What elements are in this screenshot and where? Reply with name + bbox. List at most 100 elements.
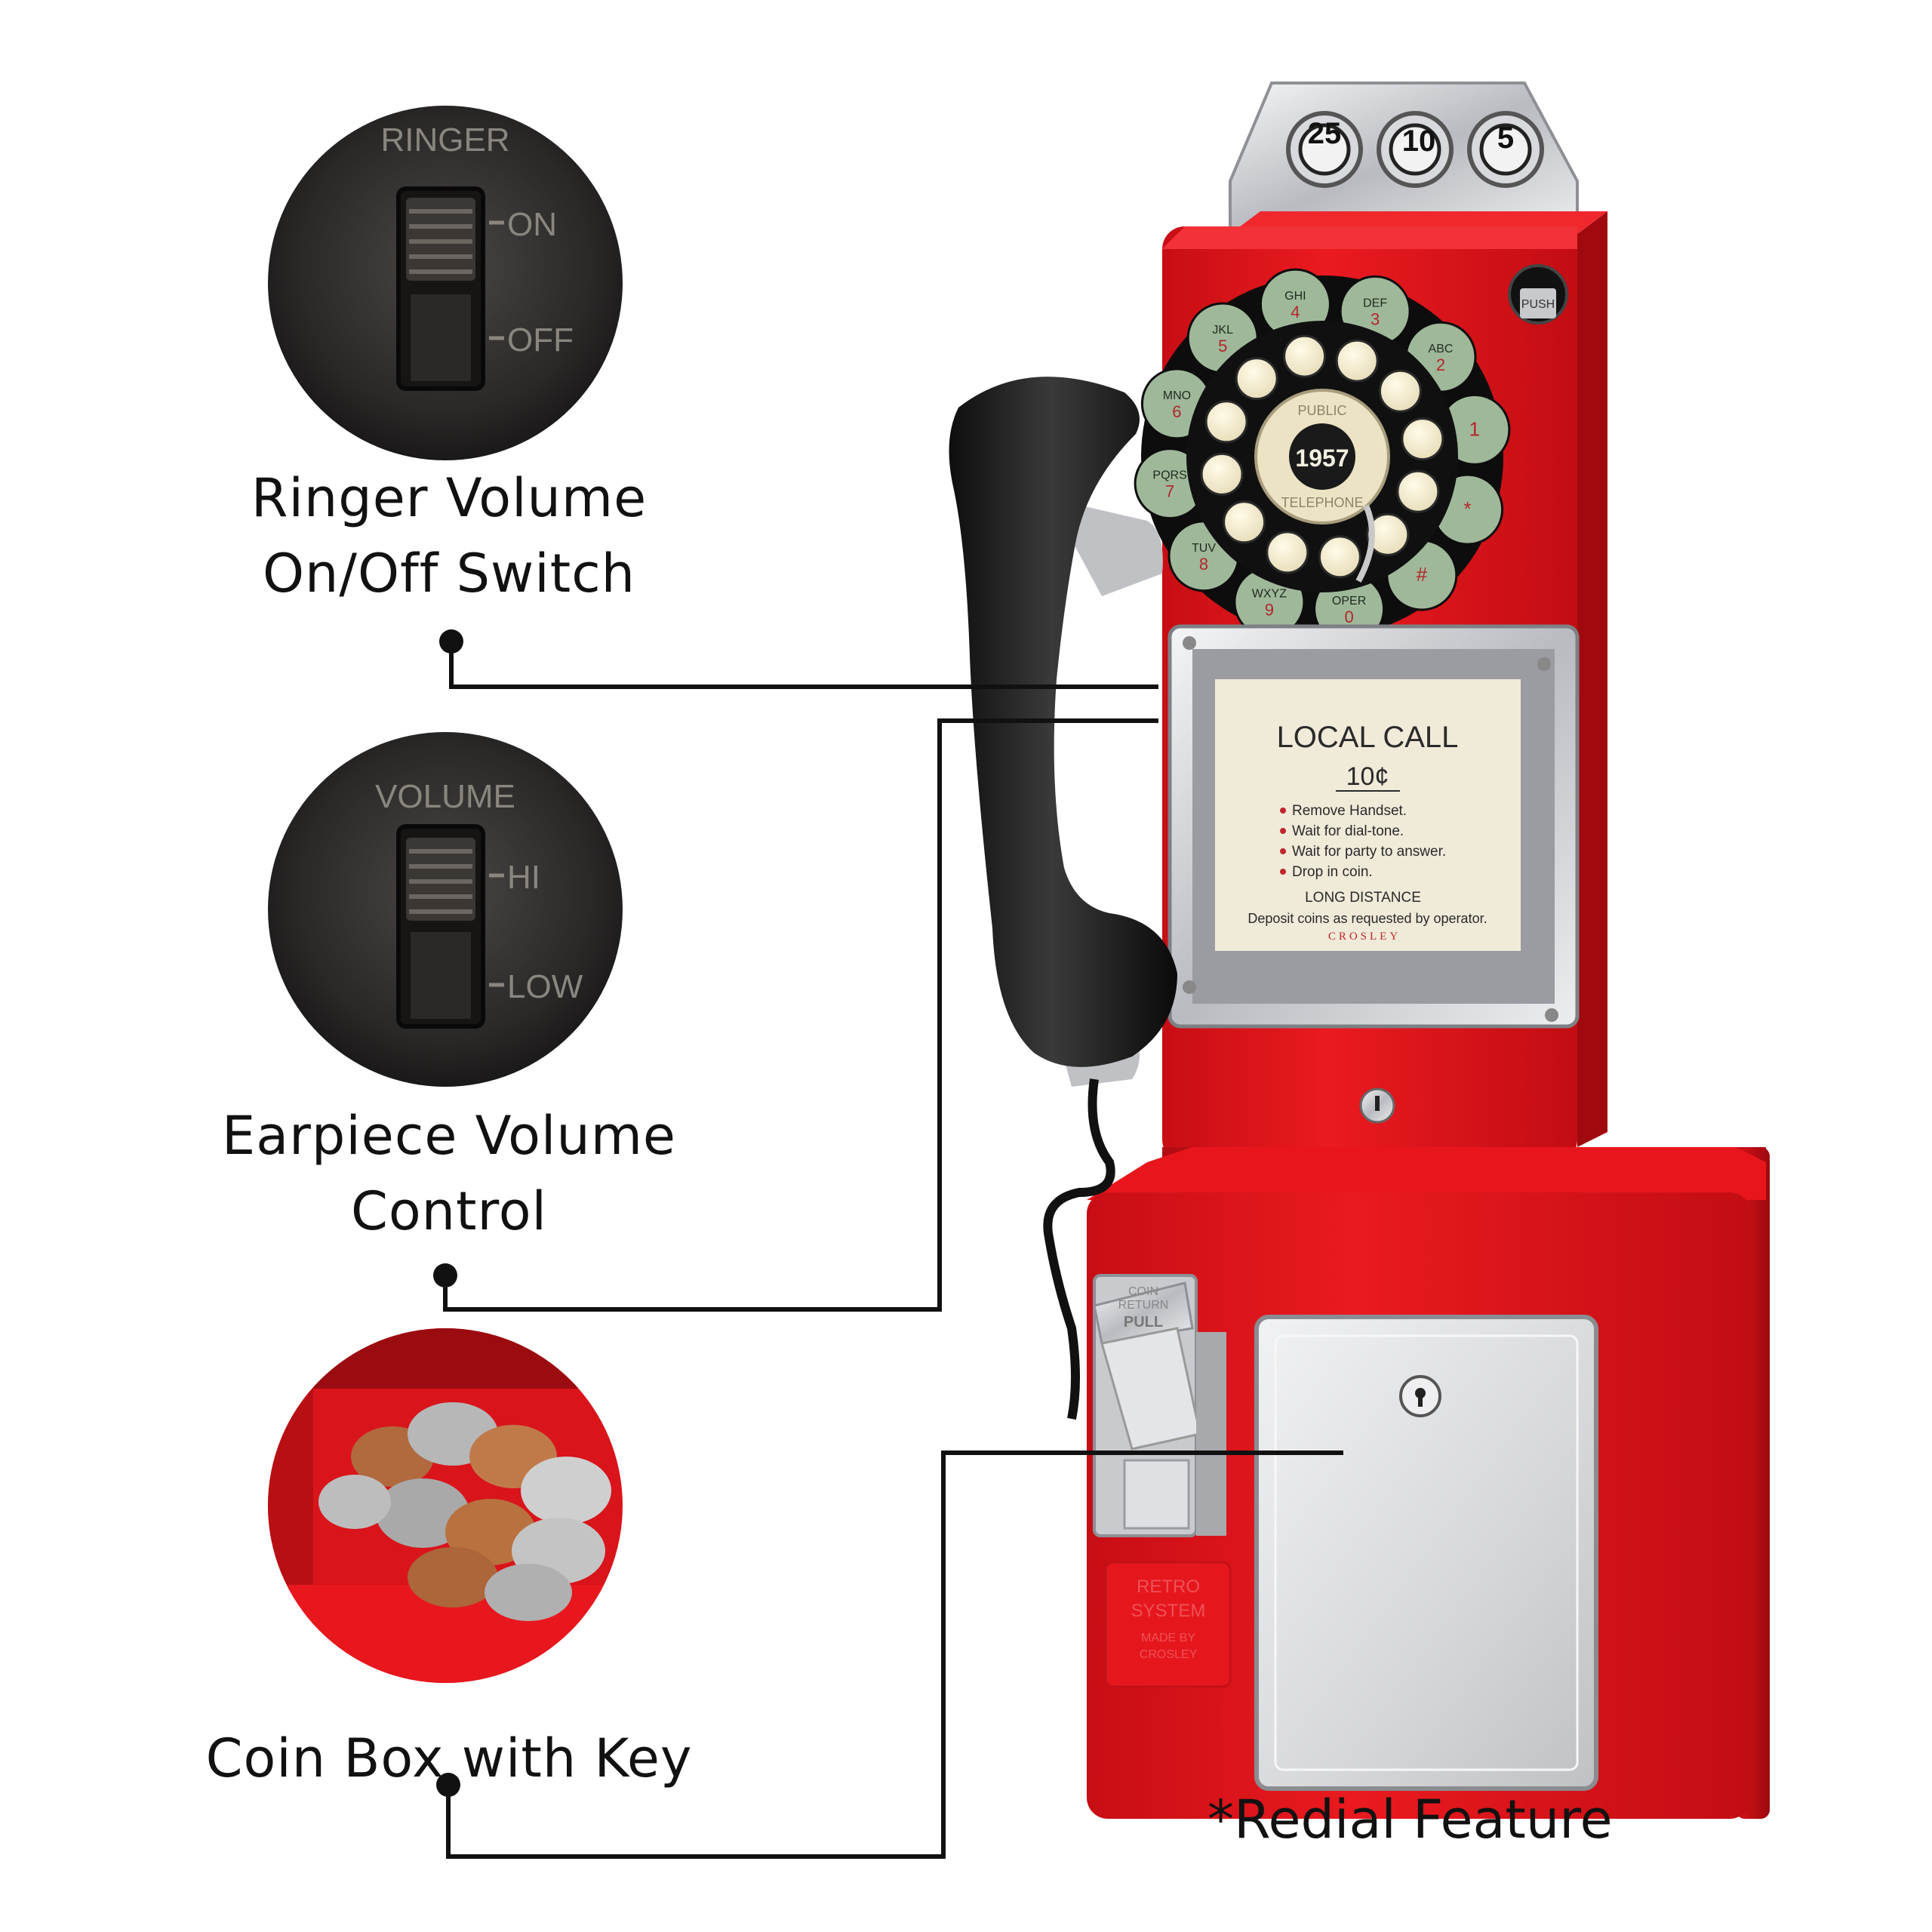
volume-slider-knob [406, 838, 475, 921]
dial-petal-digit: # [1417, 563, 1428, 586]
coin-box-door[interactable] [1254, 1315, 1598, 1791]
coinbox-caption: Coin Box with Key [166, 1721, 732, 1796]
earpiece-volume-detail-photo: VOLUME HI LOW [268, 732, 623, 1087]
dial-petal-letters: JKL [1212, 324, 1233, 337]
card-step: Drop in coin. [1292, 864, 1373, 880]
dial-petal-letters: ABC [1429, 343, 1454, 355]
upper-keyhole [1359, 1088, 1395, 1124]
dial-telephone-label: TELEPHONE [1281, 495, 1363, 510]
dial-finger-hole[interactable] [1378, 369, 1422, 413]
ringer-caption: Ringer Volume On/Off Switch [204, 460, 694, 611]
svg-text:SYSTEM: SYSTEM [1131, 1601, 1206, 1621]
card-steps: Remove Handset. Wait for dial-tone. Wait f… [1280, 803, 1446, 880]
dial-petal-digit: 6 [1172, 402, 1181, 421]
dial-petal-digit: 0 [1344, 608, 1353, 626]
dial-finger-hole[interactable] [1266, 531, 1309, 574]
dial-finger-hole[interactable] [1283, 334, 1327, 378]
dial-petal-letters: OPER [1332, 595, 1366, 608]
card-step-bullet [1280, 848, 1286, 854]
dial-finger-hole[interactable] [1223, 500, 1266, 544]
ringer-panel-label: RINGER [380, 122, 509, 158]
dial-finger-hole[interactable] [1396, 469, 1440, 513]
retro-system-plate: RETRO SYSTEM MADE BY CROSLEY [1104, 1561, 1232, 1688]
dial-petal-letters: MNO [1163, 389, 1191, 402]
ringer-slider-knob [406, 198, 475, 281]
redial-feature-note: *Redial Feature [1208, 1789, 1613, 1850]
volume-hi-label: HI [507, 859, 540, 896]
coin-slot-25: 25 [1286, 111, 1363, 188]
coins-pile [318, 1402, 611, 1621]
coin-slot-hood: 25 10 5 [1229, 82, 1579, 235]
dial-petal-letters: DEF [1363, 297, 1387, 309]
ringer-caption-line2: On/Off Switch [262, 543, 636, 605]
dial-petal-digit: 3 [1371, 309, 1380, 328]
dial-petal-letters: PQRS [1152, 469, 1186, 482]
earpiece-caption-line1: Earpiece Volume [221, 1105, 676, 1167]
svg-text:CROSLEY: CROSLEY [1140, 1648, 1198, 1661]
coinbox-caption-label: Coin Box with Key [205, 1727, 693, 1789]
ringer-caption-line1: Ringer Volume [251, 467, 648, 529]
svg-text:5: 5 [1497, 122, 1514, 155]
dial-public-label: PUBLIC [1297, 403, 1346, 418]
dial-finger-stop [1355, 504, 1375, 583]
coin-box-detail-photo [268, 1328, 623, 1683]
card-long-distance: LONG DISTANCE [1305, 890, 1421, 906]
push-button[interactable]: PUSH [1508, 264, 1568, 325]
dial-petal-digit: 5 [1218, 337, 1227, 355]
svg-text:RETRO: RETRO [1137, 1577, 1200, 1597]
card-brand: CROSLEY [1328, 931, 1401, 943]
card-step-bullet [1280, 828, 1286, 834]
card-step: Remove Handset. [1292, 803, 1407, 819]
dial-petal-digit: 4 [1291, 303, 1300, 321]
card-step: Wait for party to answer. [1292, 844, 1446, 860]
dial-finger-hole[interactable] [1335, 339, 1379, 383]
dial-finger-hole[interactable] [1318, 535, 1361, 579]
coin-slot-10: 10 [1377, 111, 1454, 188]
dial-petal-digit: 1 [1469, 417, 1480, 440]
ringer-on-label: ON [507, 206, 557, 243]
dial-finger-hole[interactable] [1200, 452, 1244, 496]
svg-text:25: 25 [1308, 117, 1342, 150]
instruction-card: LOCAL CALL 10¢ Remove Handset. Wait for d… [1215, 679, 1521, 951]
dial-petal-letters: TUV [1192, 542, 1216, 555]
dial-petal-letters: WXYZ [1252, 588, 1287, 601]
handset[interactable] [949, 377, 1178, 1087]
dial-finger-hole[interactable] [1366, 512, 1410, 556]
svg-text:RETURN: RETURN [1118, 1299, 1169, 1312]
svg-text:PUSH: PUSH [1521, 298, 1555, 311]
earpiece-caption: Earpiece Volume Control [189, 1098, 709, 1249]
dial-buttons [1200, 334, 1444, 579]
svg-text:COIN: COIN [1128, 1285, 1158, 1298]
card-price: 10¢ [1346, 762, 1389, 791]
leader-lines [433, 629, 1343, 1859]
dial-petal-digit: 9 [1265, 601, 1274, 620]
dial-petal-digit: 2 [1436, 355, 1445, 374]
card-deposit-note: Deposit coins as requested by operator. [1247, 911, 1487, 926]
coin-box-keyhole[interactable] [1399, 1375, 1441, 1417]
dial-petal-digit: 7 [1165, 482, 1174, 501]
card-step: Wait for dial-tone. [1292, 823, 1404, 839]
dial-finger-hole[interactable] [1235, 357, 1278, 401]
dial-petal-letters: GHI [1284, 290, 1306, 303]
card-step-bullet [1280, 808, 1286, 814]
svg-text:PULL: PULL [1124, 1314, 1163, 1331]
upper-body-side [1577, 211, 1607, 1147]
earpiece-caption-line2: Control [350, 1180, 548, 1242]
card-title: LOCAL CALL [1277, 721, 1459, 754]
dial-petal-digit: 8 [1199, 555, 1208, 574]
volume-panel-label: VOLUME [375, 778, 515, 815]
card-step-bullet [1280, 869, 1286, 875]
svg-text:10: 10 [1402, 125, 1436, 158]
dial-finger-hole[interactable] [1401, 417, 1444, 461]
ringer-detail-photo: RINGER ON OFF [268, 106, 623, 460]
dial-petal-digit: * [1464, 497, 1472, 520]
coin-slot-5: 5 [1467, 111, 1544, 188]
dial-year: 1957 [1295, 445, 1349, 472]
handset-cord [1043, 1078, 1115, 1420]
volume-low-label: LOW [507, 968, 583, 1005]
coin-return-lever[interactable]: COIN RETURN PULL [1093, 1274, 1226, 1537]
dial-finger-hole[interactable] [1204, 400, 1248, 444]
